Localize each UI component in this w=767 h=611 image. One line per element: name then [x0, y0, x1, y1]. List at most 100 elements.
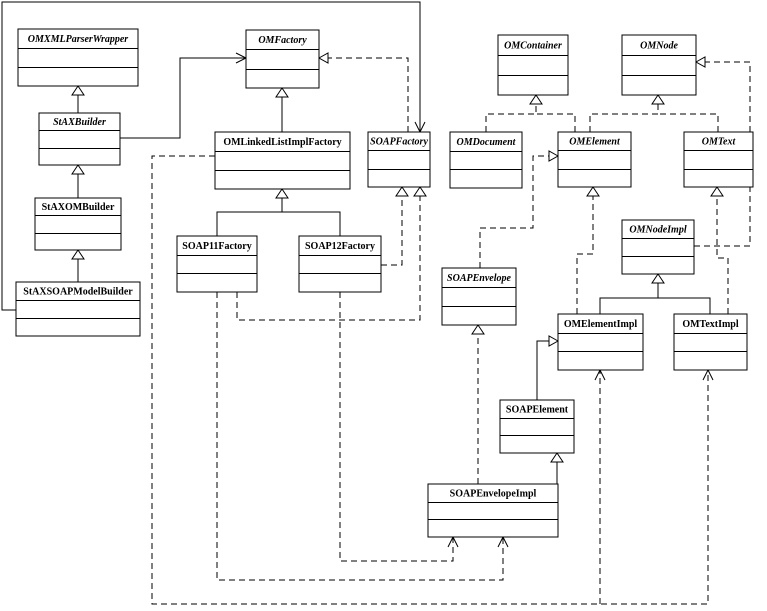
class-box-frame: [557, 131, 632, 188]
class-box-frame: [497, 34, 569, 96]
class-box-omtextimpl: OMTextImpl: [673, 313, 748, 371]
generalization-arrowhead: [275, 87, 289, 98]
generalization-arrowhead: [71, 164, 85, 175]
omelement-implements-omnode: [589, 104, 659, 132]
realization-arrowhead: [413, 186, 427, 197]
soapelement-extends-omelementimpl: [536, 340, 549, 400]
class-box-omfactory: OMFactory: [245, 29, 320, 89]
class-box-omelementimpl: OMElementImpl: [557, 313, 644, 371]
class-box-frame: [245, 29, 320, 89]
class-name-staxsoapmodelbuilder: StAXSOAPModelBuilder: [23, 287, 133, 298]
class-name-soapfactory: SOAPFactory: [370, 137, 428, 148]
class-boxes: OMXMLParserWrapperStAXBuilderStAXOMBuild…: [15, 28, 754, 538]
class-name-omelementimpl: OMElementImpl: [564, 319, 638, 330]
class-box-soapelement: SOAPElement: [499, 399, 575, 454]
class-box-frame: [449, 131, 523, 189]
class-box-frame: [621, 34, 697, 96]
class-box-frame: [17, 28, 139, 87]
generalization-arrowhead: [275, 188, 289, 199]
omelement-implements-omcontainer: [536, 113, 576, 132]
class-box-soapenvelope: SOAPEnvelope: [441, 267, 517, 326]
class-name-omnodeimpl: OMNodeImpl: [629, 225, 686, 236]
omtextimpl-implements-omtext: [716, 196, 729, 314]
realization-arrowhead: [586, 186, 600, 197]
class-box-omlinkedlistimplfactory: OMLinkedListImplFactory: [214, 131, 351, 190]
soapfactory-implements-omfactory: [328, 57, 409, 132]
class-box-soap11factory: SOAP11Factory: [176, 235, 258, 293]
omnodeimpl-implements-omnode: [694, 61, 751, 247]
realization-arrowhead: [710, 186, 724, 197]
class-box-soap12factory: SOAP12Factory: [298, 235, 382, 293]
realization-arrowhead: [529, 94, 543, 105]
class-box-omcontainer: OMContainer: [497, 34, 569, 96]
class-name-omelement: OMElement: [569, 137, 621, 148]
class-box-frame: [298, 235, 382, 293]
class-name-omcontainer: OMContainer: [504, 41, 562, 52]
class-name-omdocument: OMDocument: [457, 137, 517, 148]
class-name-soapenvelopeimpl: SOAPEnvelopeImpl: [450, 488, 537, 499]
realization-arrowhead: [317, 52, 329, 64]
omdocument-implements-omcontainer: [485, 104, 537, 132]
class-name-soap12factory: SOAP12Factory: [305, 241, 375, 252]
class-box-frame: [683, 131, 754, 188]
generalization-arrowhead: [548, 335, 560, 347]
class-name-omnode: OMNode: [640, 41, 678, 52]
class-box-omnodeimpl: OMNodeImpl: [621, 219, 695, 275]
soap11factory-extends-omlinkedlistimplfactory: [216, 211, 282, 236]
class-name-omxmlparserwrapper: OMXMLParserWrapper: [28, 34, 128, 45]
class-box-omtext: OMText: [683, 131, 754, 188]
generalization-arrowhead: [550, 452, 564, 463]
class-box-frame: [367, 131, 431, 188]
class-name-omtext: OMText: [702, 137, 737, 148]
class-box-omxmlparserwrapper: OMXMLParserWrapper: [17, 28, 139, 87]
class-box-omnode: OMNode: [621, 34, 697, 96]
class-box-frame: [557, 313, 644, 371]
omtext-implements-omnode: [658, 113, 719, 132]
class-box-frame: [176, 235, 258, 293]
omelementimpl-extends-omnodeimpl: [599, 297, 658, 314]
soap11factory-implements-soapfactory: [236, 196, 421, 321]
realization-arrowhead: [395, 186, 409, 197]
class-box-frame: [214, 131, 351, 190]
class-name-omlinkedlistimplfactory: OMLinkedListImplFactory: [223, 137, 341, 148]
class-box-staxbuilder: StAXBuilder: [38, 112, 121, 166]
class-box-frame: [499, 399, 575, 454]
soap12factory-implements-soapfactory: [381, 196, 403, 266]
soap12factory-creates-soapenvelopeimpl: [339, 292, 454, 562]
soap12factory-extends-omlinkedlistimplfactory: [281, 198, 341, 236]
class-box-frame: [673, 313, 748, 371]
class-box-frame: [34, 197, 122, 251]
class-box-omdocument: OMDocument: [449, 131, 523, 189]
class-box-soapenvelopeimpl: SOAPEnvelopeImpl: [427, 483, 559, 538]
class-box-frame: [427, 483, 559, 538]
class-name-omfactory: OMFactory: [258, 35, 307, 46]
soapenvelope-implements-omelement: [479, 155, 549, 268]
omlinkedlistimplfactory-creates-impls: [151, 155, 709, 605]
class-name-soapenvelope: SOAPEnvelope: [447, 273, 511, 284]
realization-arrowhead: [694, 56, 706, 68]
class-name-staxombuilder: StAXOMBuilder: [42, 202, 115, 213]
class-box-staxombuilder: StAXOMBuilder: [34, 197, 122, 251]
class-name-omtextimpl: OMTextImpl: [682, 319, 739, 330]
generalization-arrowhead: [71, 85, 85, 96]
realization-arrowhead: [548, 150, 560, 162]
class-box-soapfactory: SOAPFactory: [367, 131, 431, 188]
realization-arrowhead: [471, 324, 485, 335]
class-name-staxbuilder: StAXBuilder: [53, 117, 106, 128]
generalization-arrowhead: [71, 249, 85, 260]
class-box-frame: [441, 267, 517, 326]
class-box-omelement: OMElement: [557, 131, 632, 188]
soap11factory-creates-soapenvelopeimpl: [216, 292, 504, 581]
omtextimpl-extends-omnodeimpl: [657, 283, 711, 314]
staxsoapmodelbuilder-uses-soapfactory: [1, 1, 421, 311]
class-box-frame: [38, 112, 121, 166]
class-box-frame: [621, 219, 695, 275]
generalization-arrowhead: [651, 273, 665, 284]
realization-arrowhead: [651, 94, 665, 105]
class-name-soap11factory: SOAP11Factory: [182, 241, 251, 252]
class-box-staxsoapmodelbuilder: StAXSOAPModelBuilder: [15, 281, 141, 337]
staxbuilder-uses-omfactory: [120, 57, 246, 139]
class-name-soapelement: SOAPElement: [506, 404, 569, 415]
class-box-frame: [15, 281, 141, 337]
